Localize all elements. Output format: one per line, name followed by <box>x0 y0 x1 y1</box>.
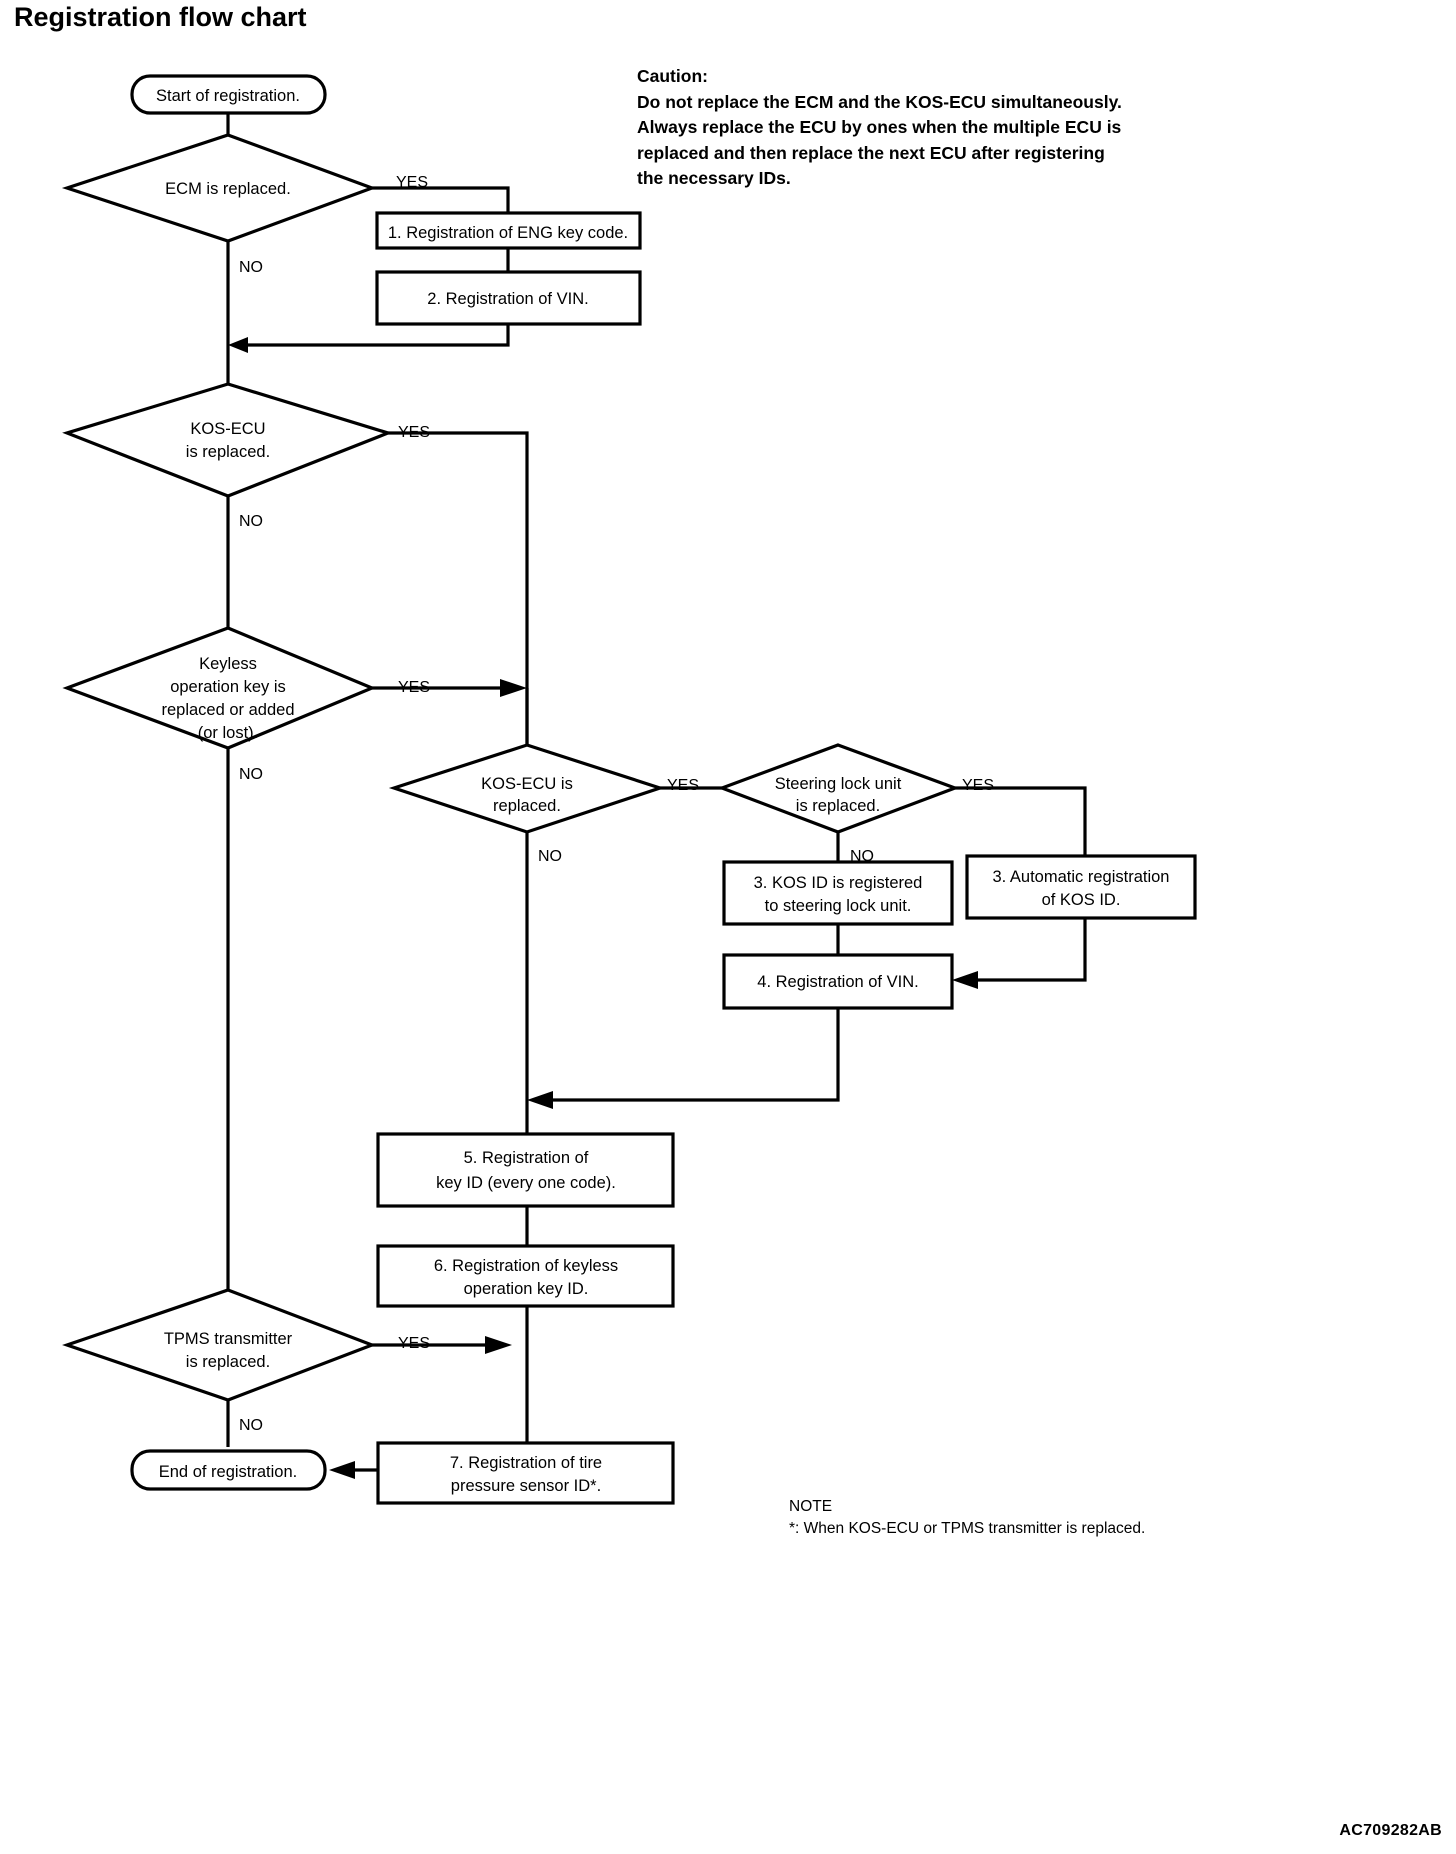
node-box-3a-label-line1: 3. KOS ID is registered <box>754 874 923 892</box>
label-kosecu2-yes: YES <box>667 777 699 794</box>
node-end-label: End of registration. <box>159 1463 298 1481</box>
figure-code: AC709282AB <box>1339 1822 1442 1839</box>
node-decision-kosecu-label-line2: is replaced. <box>186 443 270 461</box>
node-decision-keyless[interactable] <box>62 626 377 750</box>
connector-box3b-to-box4 <box>976 925 1087 982</box>
node-box-5-label-line1: 5. Registration of <box>464 1149 589 1167</box>
caution-heading: Caution: <box>637 66 708 86</box>
connector-ecm-yes-to-box1 <box>372 186 510 213</box>
node-decision-tpms-label-line1: TPMS transmitter <box>164 1330 293 1348</box>
node-box-7-label-line1: 7. Registration of tire <box>450 1454 602 1472</box>
node-box-6-label-line1: 6. Registration of keyless <box>434 1257 618 1275</box>
node-box-1-label: 1. Registration of ENG key code. <box>388 224 628 242</box>
node-decision-kosecu-2-label-line1: KOS-ECU is <box>481 775 573 793</box>
arrowhead-box3b-to-box4 <box>952 971 978 989</box>
node-box-5[interactable] <box>376 1132 675 1208</box>
label-keyless-no: NO <box>239 766 263 783</box>
node-box-7-label-line2: pressure sensor ID*. <box>451 1477 601 1495</box>
note-block: NOTE *: When KOS-ECU or TPMS transmitter… <box>789 1496 1219 1540</box>
node-box-4-label: 4. Registration of VIN. <box>757 973 918 991</box>
node-decision-steering-lock[interactable] <box>717 743 960 834</box>
node-box-3b[interactable] <box>965 854 1197 920</box>
node-decision-ecm-label: ECM is replaced. <box>165 180 291 198</box>
arrowhead-keyless-yes <box>500 679 527 697</box>
arrowhead-box2-to-trunk <box>228 337 248 353</box>
node-start[interactable] <box>130 74 327 115</box>
arrowhead-box7-to-end <box>329 1461 355 1479</box>
label-kosecu-yes: YES <box>398 424 430 441</box>
node-box-6[interactable] <box>376 1244 675 1308</box>
node-box-6-label-line2: operation key ID. <box>464 1280 589 1298</box>
node-decision-kosecu-2-label-line2: replaced. <box>493 797 561 815</box>
caution-block: Caution: Do not replace the ECM and the … <box>637 64 1217 192</box>
label-kosecu-no: NO <box>239 513 263 530</box>
node-decision-keyless-label-line2: operation key is <box>170 678 286 696</box>
node-decision-tpms[interactable] <box>62 1288 377 1402</box>
caution-line-2: Always replace the ECU by ones when the … <box>637 117 1122 137</box>
arrowhead-box4-to-trunk <box>527 1091 553 1109</box>
node-box-4[interactable] <box>722 953 954 1010</box>
caution-line-4: the necessary IDs. <box>637 168 791 188</box>
node-decision-steering-lock-label-line2: is replaced. <box>796 797 880 815</box>
node-decision-kosecu-2[interactable] <box>388 743 666 834</box>
node-box-3a[interactable] <box>722 860 954 926</box>
node-decision-keyless-label-line4: (or lost). <box>198 724 259 742</box>
connector-kosecu-yes-trunk <box>388 431 529 1100</box>
connector-box2-to-trunk <box>238 324 510 347</box>
node-decision-keyless-label-line3: replaced or added <box>161 701 294 719</box>
note-heading: NOTE <box>789 1498 833 1515</box>
label-ecm-no: NO <box>239 259 263 276</box>
node-box-3a-label-line2: to steering lock unit. <box>765 897 912 915</box>
node-decision-steering-lock-label-line1: Steering lock unit <box>775 775 902 793</box>
node-start-label: Start of registration. <box>156 87 300 105</box>
label-kosecu2-no: NO <box>538 848 562 865</box>
node-end[interactable] <box>130 1449 327 1491</box>
note-line-1: *: When KOS-ECU or TPMS transmitter is r… <box>789 1520 1146 1537</box>
label-keyless-yes: YES <box>398 679 430 696</box>
node-box-3b-label-line2: of KOS ID. <box>1042 891 1121 909</box>
node-box-2[interactable] <box>375 270 642 326</box>
arrowhead-tpms-yes <box>485 1336 512 1354</box>
label-tpms-yes: YES <box>398 1335 430 1352</box>
page-title: Registration flow chart <box>14 2 307 32</box>
node-decision-keyless-label-line1: Keyless <box>199 655 257 673</box>
connector-box4-to-trunk <box>551 1008 840 1102</box>
label-steering-yes: YES <box>962 777 994 794</box>
node-decision-kosecu-label-line1: KOS-ECU <box>190 420 265 438</box>
caution-line-3: replaced and then replace the next ECU a… <box>637 142 1105 163</box>
node-decision-tpms-label-line2: is replaced. <box>186 1353 270 1371</box>
node-decision-kosecu[interactable] <box>62 382 393 498</box>
node-box-2-label: 2. Registration of VIN. <box>427 290 588 308</box>
node-box-5-label-line2: key ID (every one code). <box>436 1174 616 1192</box>
label-ecm-yes: YES <box>396 174 428 191</box>
node-box-1[interactable] <box>375 211 642 250</box>
label-tpms-no: NO <box>239 1417 263 1434</box>
node-box-7[interactable] <box>376 1441 675 1505</box>
caution-line-1: Do not replace the ECM and the KOS-ECU s… <box>637 91 1122 112</box>
node-decision-ecm[interactable] <box>61 133 377 243</box>
node-box-3b-label-line1: 3. Automatic registration <box>992 868 1169 886</box>
